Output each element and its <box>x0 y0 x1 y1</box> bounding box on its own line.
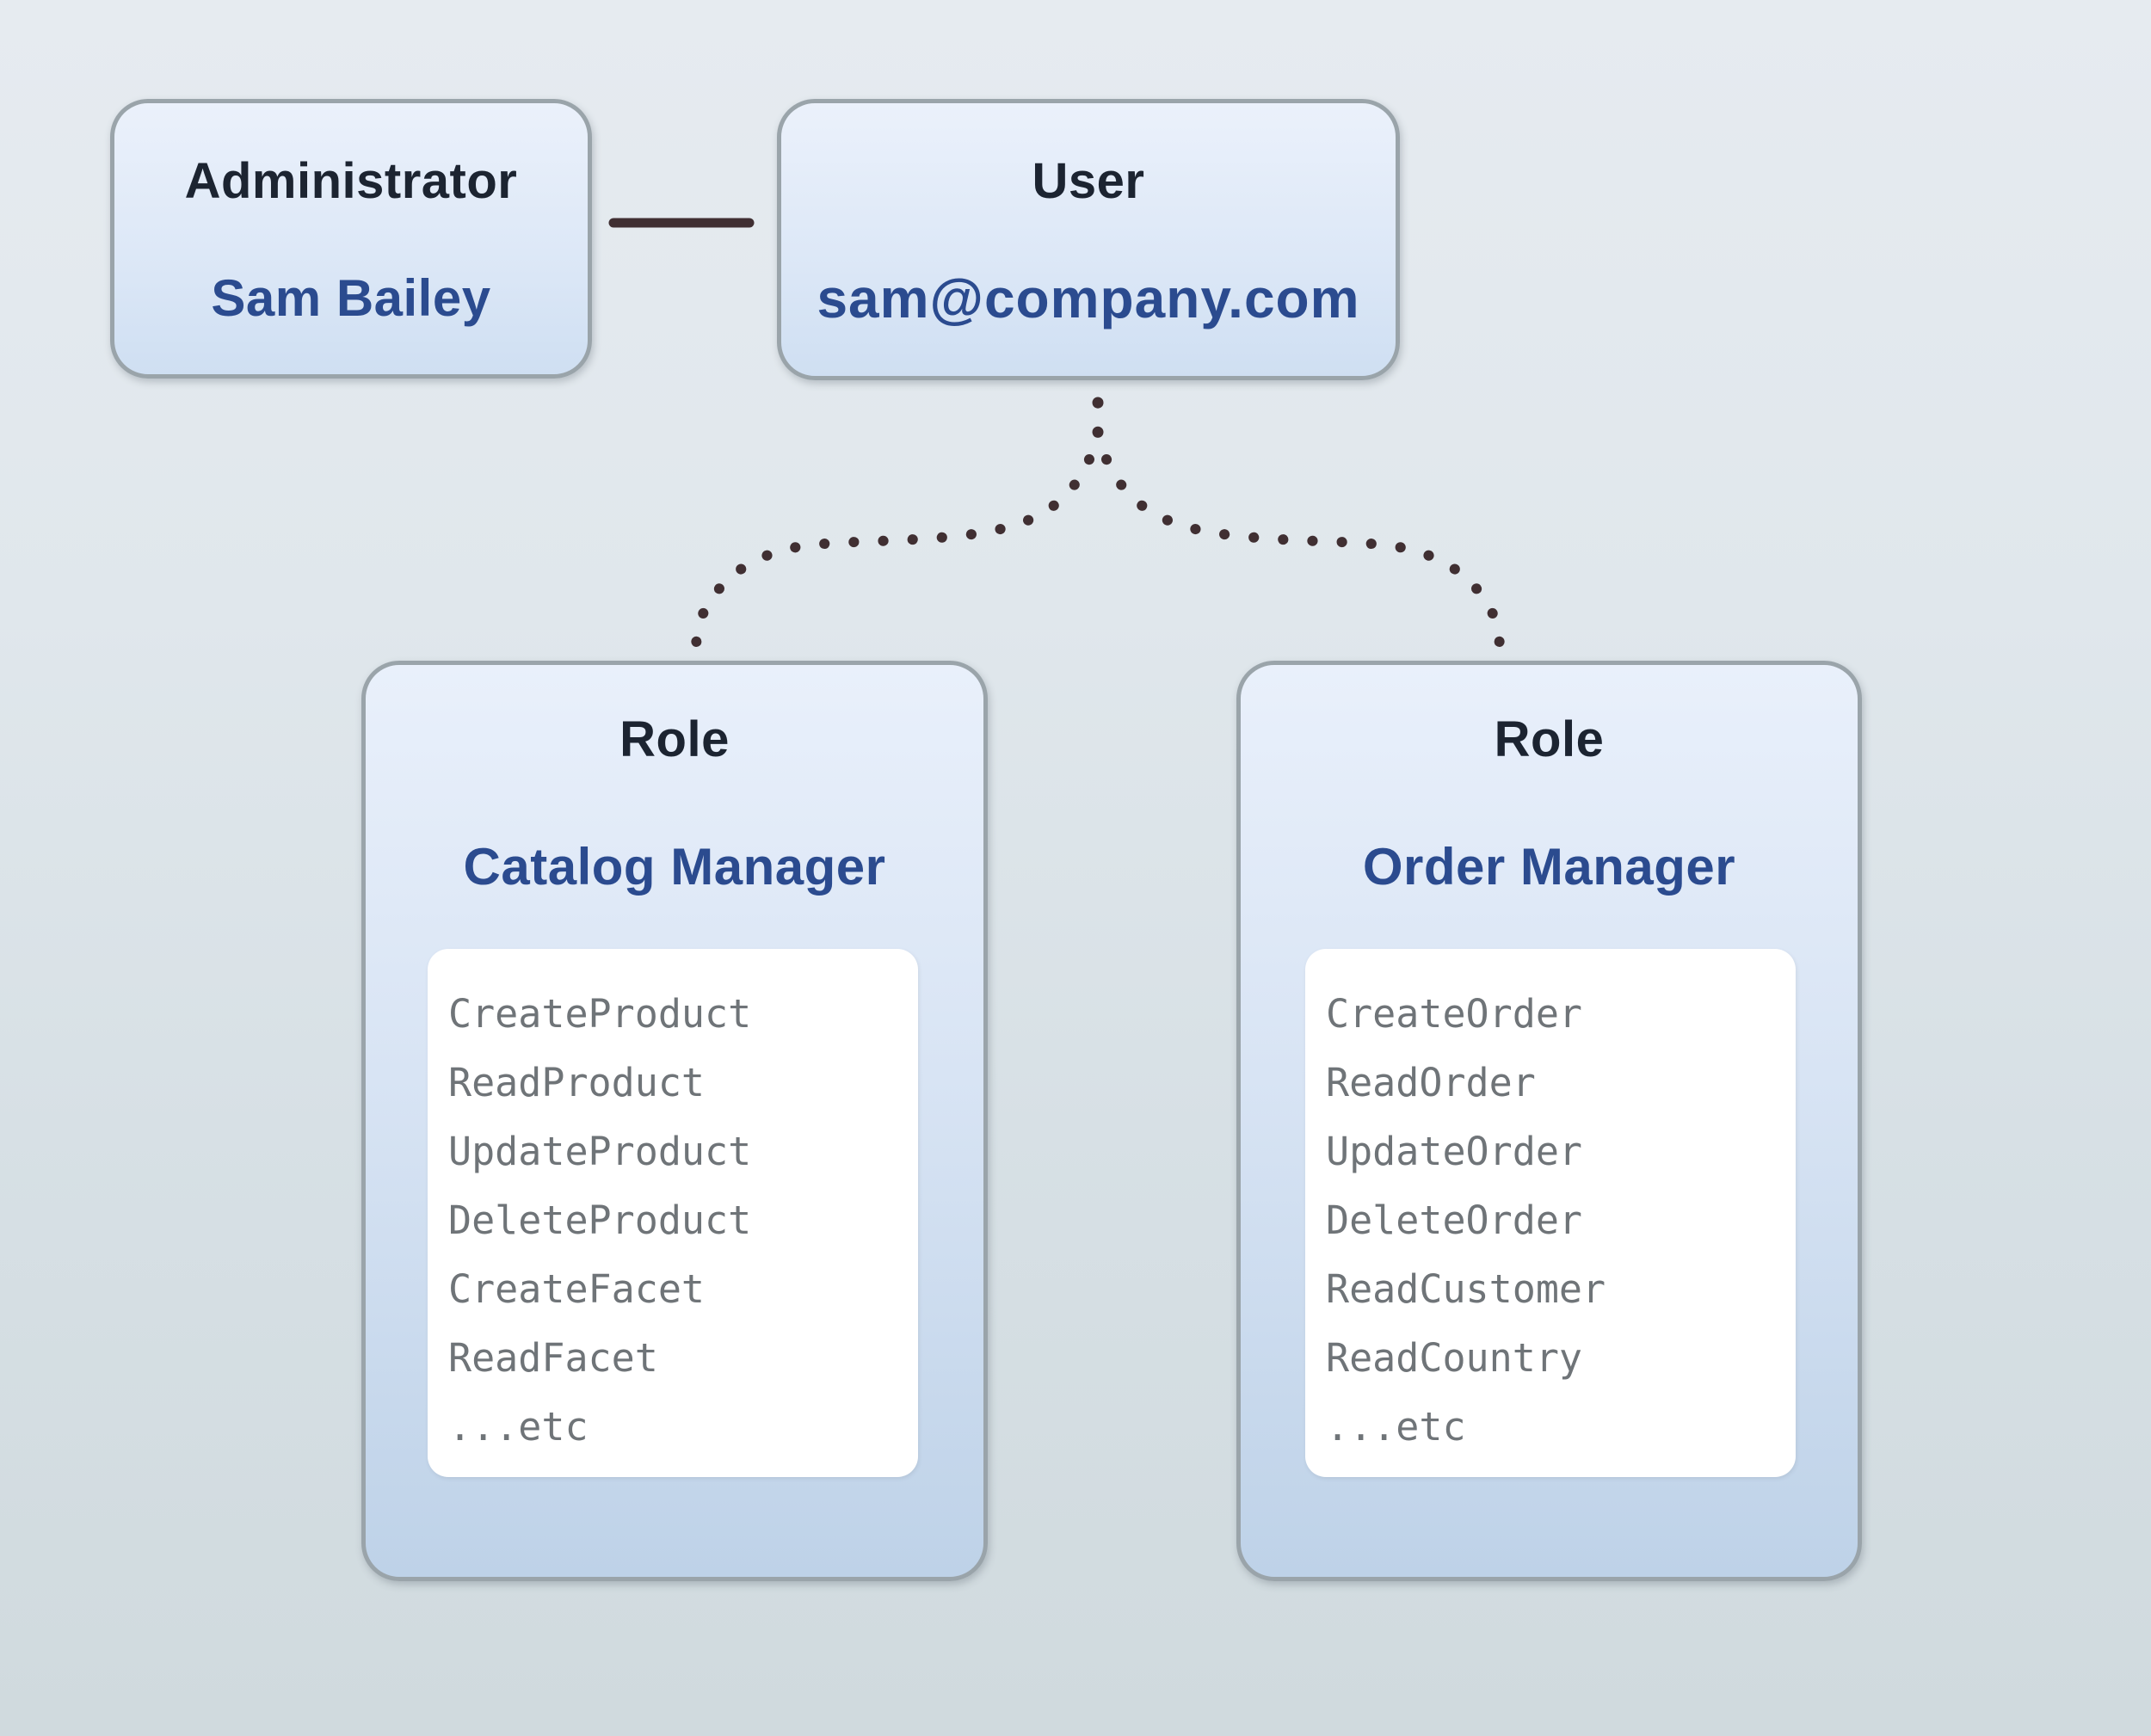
permission-item: ReadCustomer <box>1326 1266 1606 1312</box>
role-node-order-manager: Role Order Manager CreateOrder ReadOrder… <box>1236 661 1862 1581</box>
permission-item: DeleteOrder <box>1326 1197 1583 1243</box>
administrator-node: Administrator Sam Bailey <box>110 99 592 379</box>
user-title: User <box>1032 153 1145 209</box>
user-node: User sam@company.com <box>777 99 1400 380</box>
role-name-order-manager: Order Manager <box>1362 838 1736 896</box>
user-email: sam@company.com <box>817 268 1360 329</box>
permission-item: ReadOrder <box>1326 1060 1536 1105</box>
permission-item: UpdateOrder <box>1326 1129 1583 1174</box>
permission-item: ReadProduct <box>448 1060 706 1105</box>
permission-list-catalog: CreateProduct ReadProduct UpdateProduct … <box>428 949 918 1477</box>
role-title: Role <box>1494 711 1605 767</box>
user-role-right-dotted-connector <box>1101 454 1505 652</box>
permission-list-order: CreateOrder ReadOrder UpdateOrder Delete… <box>1305 949 1796 1477</box>
permission-item: ReadCountry <box>1326 1335 1583 1381</box>
permission-item: ...etc <box>1326 1404 1466 1450</box>
user-role-left-dotted-connector <box>691 454 1094 652</box>
permission-item: CreateProduct <box>448 991 752 1037</box>
permission-item: CreateFacet <box>448 1266 706 1312</box>
permission-item: ...etc <box>448 1404 589 1450</box>
permission-item: DeleteProduct <box>448 1197 752 1243</box>
role-name-catalog-manager: Catalog Manager <box>463 838 886 896</box>
administrator-name: Sam Bailey <box>211 269 491 327</box>
role-node-catalog-manager: Role Catalog Manager CreateProduct ReadP… <box>361 661 988 1581</box>
permission-item: CreateOrder <box>1326 991 1583 1037</box>
role-title: Role <box>619 711 730 767</box>
administrator-title: Administrator <box>184 153 518 209</box>
permission-item: ReadFacet <box>448 1335 658 1381</box>
permission-item: UpdateProduct <box>448 1129 752 1174</box>
